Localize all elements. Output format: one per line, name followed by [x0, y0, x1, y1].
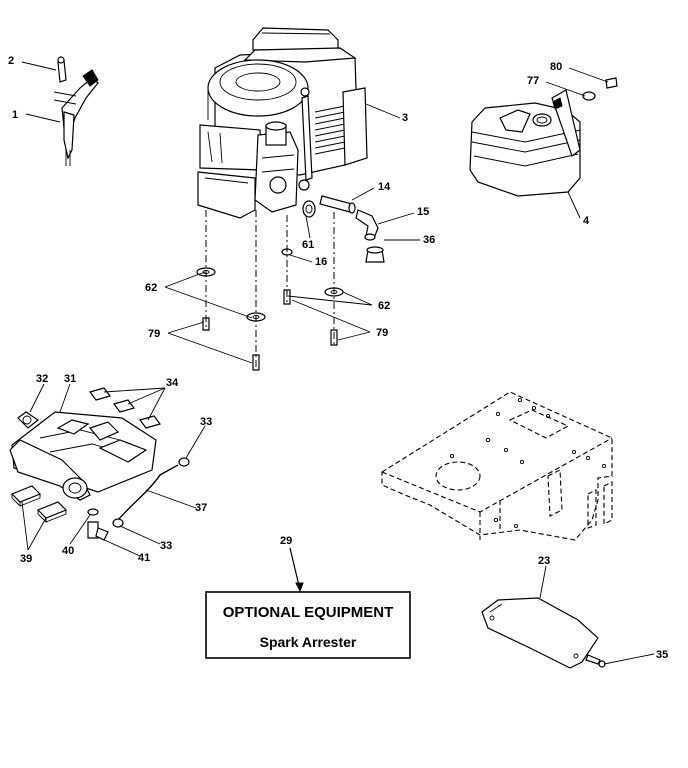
callout-1: 1: [12, 109, 18, 121]
callout-4: 4: [583, 215, 590, 227]
callout-62-right: 62: [378, 300, 390, 312]
callout-35: 35: [656, 649, 668, 661]
callout-34: 34: [166, 377, 179, 389]
mounting-plate: [381, 391, 613, 541]
callout-15: 15: [417, 206, 429, 218]
throttle-control: [53, 56, 99, 166]
callout-40: 40: [62, 545, 74, 557]
optional-equipment-box: OPTIONAL EQUIPMENT Spark Arrester: [205, 547, 411, 659]
callout-33-bottom: 33: [160, 540, 172, 552]
callout-62-left: 62: [145, 282, 157, 294]
callout-31: 31: [64, 373, 76, 385]
callout-14: 14: [378, 181, 391, 193]
heat-shield: [481, 597, 606, 669]
spark-arrester-parts: [9, 387, 190, 541]
oil-drain-assembly: [281, 195, 385, 263]
callout-32: 32: [36, 373, 48, 385]
callout-36: 36: [423, 234, 435, 246]
callout-2: 2: [8, 55, 14, 67]
callout-37: 37: [195, 502, 207, 514]
engine-assembly: [197, 27, 368, 219]
muffler: [469, 77, 618, 197]
mounting-hardware: [164, 210, 373, 371]
callout-41: 41: [138, 552, 150, 564]
callout-3: 3: [402, 112, 408, 124]
callout-80: 80: [550, 61, 562, 73]
callout-79-right: 79: [376, 327, 388, 339]
spark-arrester-subtitle: Spark Arrester: [260, 634, 357, 650]
callout-61: 61: [302, 239, 314, 251]
callout-16: 16: [315, 256, 327, 268]
callout-33-top: 33: [200, 416, 212, 428]
callout-29: 29: [280, 535, 292, 547]
leader-lines: [21, 61, 655, 665]
callout-39: 39: [20, 553, 32, 565]
callout-23: 23: [538, 555, 550, 567]
optional-equipment-title: OPTIONAL EQUIPMENT: [223, 604, 394, 621]
callout-labels: 2 1 3 4 80 77 14 15 61 36 16 62 62 79 79…: [8, 55, 668, 661]
callout-77: 77: [527, 75, 539, 87]
callout-79-left: 79: [148, 328, 160, 340]
